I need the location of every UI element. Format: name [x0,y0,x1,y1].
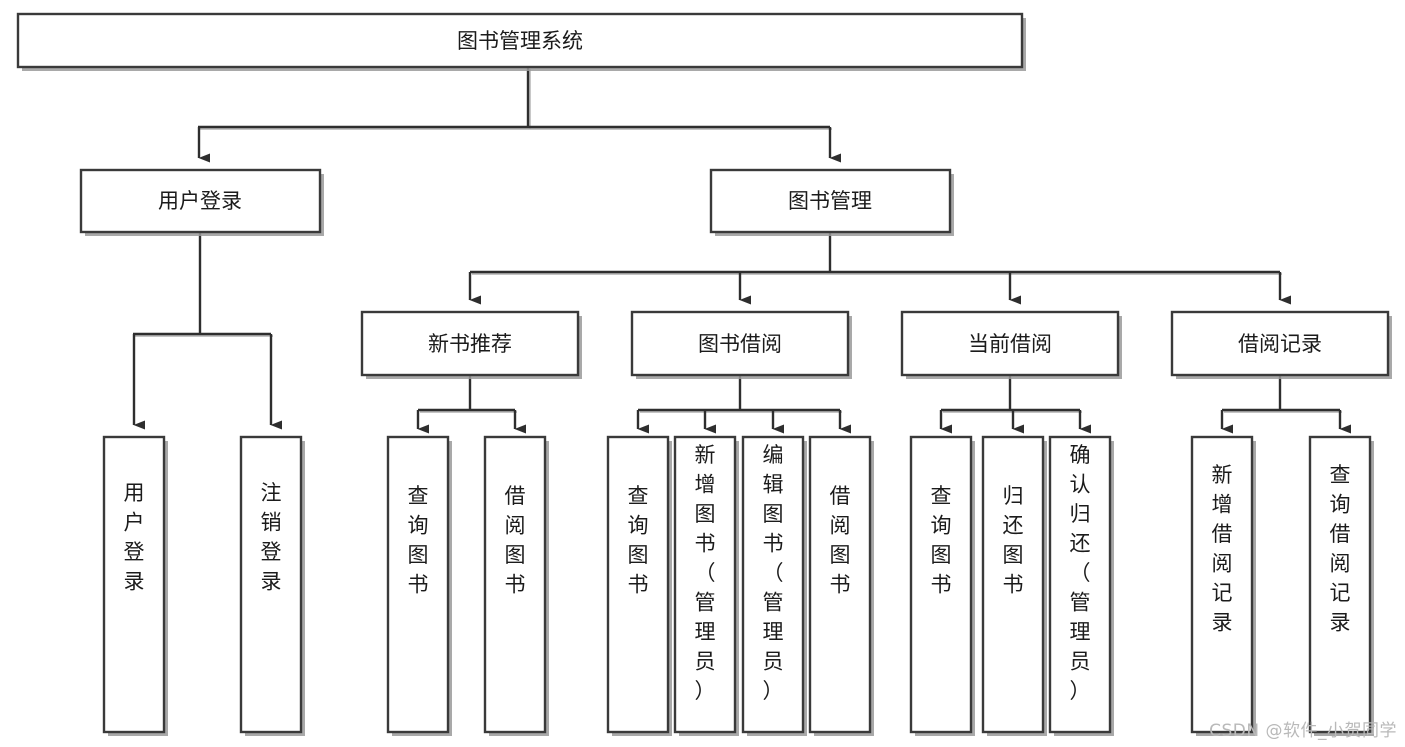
node-current-borrow[interactable]: 当前借阅 [900,310,1122,379]
node-label: 图书借阅 [698,332,782,356]
leaf-label: 查询借阅记录 [1330,463,1351,635]
node-rect [386,435,450,734]
node-rect [16,12,1024,69]
leaf-node-return-book[interactable]: 归还图书 [981,435,1047,736]
leaf-label: 查询图书 [931,484,952,597]
node-rect [909,435,973,734]
node-borrow-record[interactable]: 借阅记录 [1170,310,1392,379]
node-book-manage[interactable]: 图书管理 [709,168,954,236]
node-rect [709,168,952,234]
node-rect [1190,435,1254,734]
leaf-node-query-book-3[interactable]: 查询图书 [909,435,975,736]
leaf-label: 新增借阅记录 [1212,463,1233,635]
node-new-book-recommend[interactable]: 新书推荐 [360,310,582,379]
leaf-node-add-record[interactable]: 新增借阅记录 [1190,435,1256,736]
node-book-borrow[interactable]: 图书借阅 [630,310,852,379]
leaf-node-query-record[interactable]: 查询借阅记录 [1308,435,1374,736]
leaf-label: 用户登录 [124,481,145,594]
node-label: 借阅记录 [1238,332,1322,356]
node-rect [483,435,547,734]
leaf-node-confirm-return[interactable]: 确认归还（管理员） [1048,435,1114,736]
leaf-label: 新增图书（管理员） [695,443,716,703]
leaf-node-add-book[interactable]: 新增图书（管理员） [673,435,739,736]
node-label: 新书推荐 [428,332,512,356]
leaf-label: 编辑图书（管理员） [763,443,784,703]
leaf-node-query-book-1[interactable]: 查询图书 [386,435,452,736]
leaf-label: 查询图书 [408,484,429,597]
connector-layer [132,67,1351,434]
csdn-watermark: CSDN @软件_小贺同学 [1209,721,1397,741]
node-label: 用户登录 [158,189,242,213]
leaf-label: 借阅图书 [830,484,851,597]
node-rect [741,435,805,734]
node-rect [239,435,303,734]
node-rect [1308,435,1372,734]
node-rect [981,435,1045,734]
node-rect [606,435,670,734]
node-rect [1170,310,1390,377]
leaf-node-user-login[interactable]: 用户登录 [102,435,168,736]
leaf-label: 借阅图书 [505,484,526,597]
node-label: 图书管理系统 [457,29,583,53]
leaf-label: 确认归还（管理员） [1070,443,1091,703]
node-root-system[interactable]: 图书管理系统 [16,12,1026,71]
leaf-label: 归还图书 [1003,484,1024,597]
node-rect [102,435,166,734]
node-rect [808,435,872,734]
leaf-node-user-logout[interactable]: 注销登录 [239,435,305,736]
node-rect [630,310,850,377]
leaf-node-borrow-book-1[interactable]: 借阅图书 [483,435,549,736]
node-rect [900,310,1120,377]
leaf-label: 查询图书 [628,484,649,597]
node-rect [1048,435,1112,734]
node-user-login[interactable]: 用户登录 [79,168,324,236]
leaf-node-edit-book[interactable]: 编辑图书（管理员） [741,435,807,736]
node-label: 当前借阅 [968,332,1052,356]
node-rect [79,168,322,234]
leaf-node-borrow-book-2[interactable]: 借阅图书 [808,435,874,736]
node-label: 图书管理 [788,189,872,213]
leaf-label: 注销登录 [261,481,282,594]
node-rect [673,435,737,734]
node-rect [360,310,580,377]
leaf-node-query-book-2[interactable]: 查询图书 [606,435,672,736]
